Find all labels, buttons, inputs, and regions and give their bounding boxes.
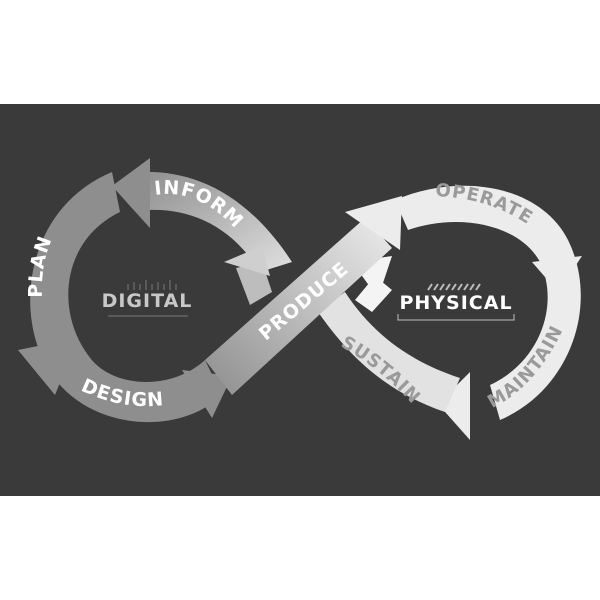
digital-tick-ornament [108,280,188,317]
inform-arrowhead [112,158,150,228]
operate-arrowhead [532,256,582,292]
maintain-arrowhead [438,372,470,440]
inform-band [140,171,292,272]
inform-inner-arrowhead [224,246,270,276]
produce-band [205,218,392,395]
physical-bracket [397,314,515,321]
digital-label: DIGITAL [102,290,193,312]
produce-arrowhead [345,196,402,250]
produce-arrow [205,196,402,395]
sustain-inner-arrow [355,276,392,312]
sustain-band [318,292,460,412]
digital-loop [18,158,292,423]
plan-arrowhead [18,338,78,395]
physical-center: PHYSICAL [397,283,515,321]
operate-maintain-band [395,185,581,420]
design-arrowhead [182,370,232,418]
physical-hatch-ornament [427,283,481,291]
digital-center: DIGITAL [102,280,193,317]
plan-design-band [30,172,222,423]
physical-label: PHYSICAL [399,292,512,314]
physical-loop [318,185,582,440]
